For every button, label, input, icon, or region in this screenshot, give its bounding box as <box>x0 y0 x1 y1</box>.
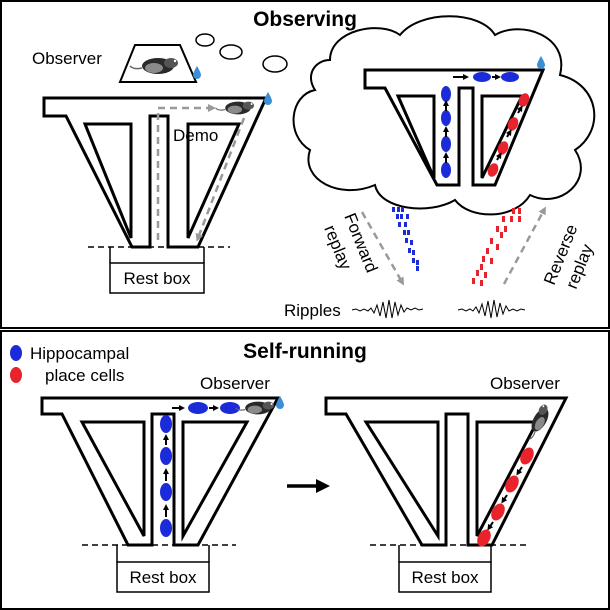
ripple-trace-forward <box>351 299 424 319</box>
rest-box-self-left-label: Rest box <box>129 568 197 587</box>
rest-box-observing-label: Rest box <box>123 269 191 288</box>
thought-bubble-mid <box>219 44 243 60</box>
observing-title: Observing <box>253 8 357 31</box>
observer-label-left: Observer <box>200 374 270 393</box>
self-left-blue-cells <box>160 402 240 537</box>
rest-box-observing <box>109 262 205 294</box>
reverse-replay-raster <box>472 208 521 286</box>
ripples-label: Ripples <box>284 301 341 320</box>
demo-label: Demo <box>173 126 218 145</box>
demo-path-arrow-down <box>195 117 246 242</box>
observer-label-top: Observer <box>32 49 102 68</box>
maze-self-left: Rest box <box>40 396 281 593</box>
cloud-red-cells <box>487 93 530 177</box>
rat-icon <box>235 401 275 415</box>
maze-observing-left: Rest box <box>42 96 269 294</box>
cloud-blue-cells <box>441 72 519 178</box>
thought-bubble-large <box>262 55 288 73</box>
legend-red-dot <box>10 367 22 383</box>
demo-path-arrow-up <box>156 104 216 240</box>
maze-in-cloud <box>363 68 546 187</box>
water-drop-icon <box>193 66 201 79</box>
maze-self-right: Rest box <box>324 396 569 593</box>
observer-label-right: Observer <box>490 374 560 393</box>
legend-line1: Hippocampal <box>30 344 129 363</box>
forward-replay-arrow <box>360 211 404 286</box>
self-right-red-cells <box>477 447 534 547</box>
reverse-replay-arrow <box>502 206 546 285</box>
rest-box-self-left <box>116 561 210 593</box>
thought-bubble-small <box>195 33 215 47</box>
ripple-trace-reverse <box>457 299 526 319</box>
legend-line2: place cells <box>45 366 124 385</box>
self-running-title: Self-running <box>243 340 367 363</box>
legend-blue-dot <box>10 345 22 361</box>
rest-box-self-right <box>398 561 492 593</box>
observing-panel <box>0 0 610 329</box>
forward-replay-raster <box>392 207 419 271</box>
rest-box-self-right-label: Rest box <box>411 568 479 587</box>
water-drop-icon <box>264 92 272 105</box>
arrow-right-head <box>316 479 330 493</box>
self-running-panel <box>0 330 610 610</box>
rat-icon <box>215 100 255 116</box>
